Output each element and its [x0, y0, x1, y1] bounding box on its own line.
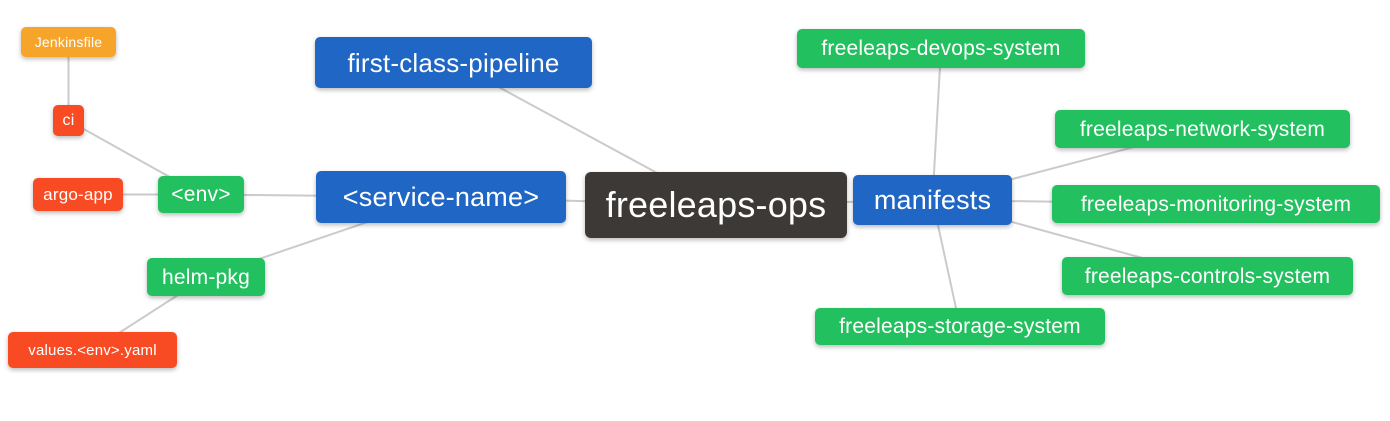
node-manifests[interactable]: manifests	[853, 175, 1012, 225]
node-ci[interactable]: ci	[53, 105, 84, 136]
node-jenkinsfile[interactable]: Jenkinsfile	[21, 27, 116, 57]
node-controls-system[interactable]: freeleaps-controls-system	[1062, 257, 1353, 295]
node-service-name[interactable]: <service-name>	[316, 171, 566, 223]
node-network-system[interactable]: freeleaps-network-system	[1055, 110, 1350, 148]
node-storage-system[interactable]: freeleaps-storage-system	[815, 308, 1105, 345]
node-first-class-pipeline[interactable]: first-class-pipeline	[315, 37, 592, 88]
node-values-env-yaml[interactable]: values.<env>.yaml	[8, 332, 177, 368]
node-helm-pkg[interactable]: helm-pkg	[147, 258, 265, 296]
node-freeleaps-ops[interactable]: freeleaps-ops	[585, 172, 847, 238]
node-monitoring-system[interactable]: freeleaps-monitoring-system	[1052, 185, 1380, 223]
node-env[interactable]: <env>	[158, 176, 244, 213]
node-devops-system[interactable]: freeleaps-devops-system	[797, 29, 1085, 68]
edge-manifests--devops-system	[931, 48, 942, 201]
node-argo-app[interactable]: argo-app	[33, 178, 123, 211]
